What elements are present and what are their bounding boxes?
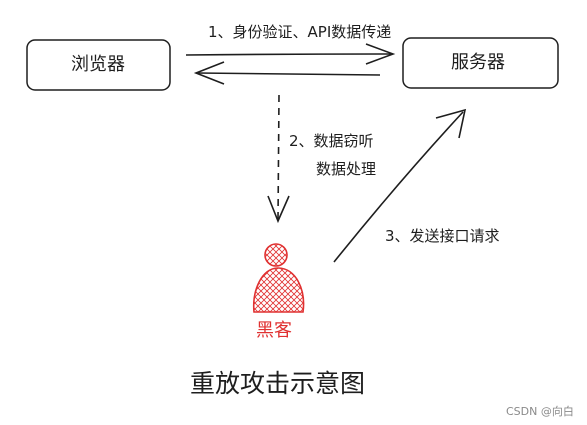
step1-label: 1、身份验证、API数据传递	[208, 23, 392, 41]
diagram-title: 重放攻击示意图	[190, 369, 366, 398]
arrow-browser-to-server	[185, 43, 396, 65]
arrow-eavesdrop	[267, 94, 290, 224]
arrow-hacker-to-server	[333, 108, 467, 263]
step3-label: 3、发送接口请求	[385, 227, 500, 245]
server-box	[402, 37, 559, 89]
browser-label: 浏览器	[71, 54, 125, 75]
watermark: CSDN @向白	[506, 405, 574, 418]
step2-label-line1: 2、数据窃听	[289, 132, 374, 150]
hacker-label: 黑客	[256, 320, 292, 341]
server-label: 服务器	[451, 52, 505, 73]
browser-box	[26, 39, 171, 91]
step2-label-line2: 数据处理	[316, 160, 377, 178]
arrow-server-to-browser	[193, 61, 381, 85]
person-icon	[253, 243, 305, 313]
